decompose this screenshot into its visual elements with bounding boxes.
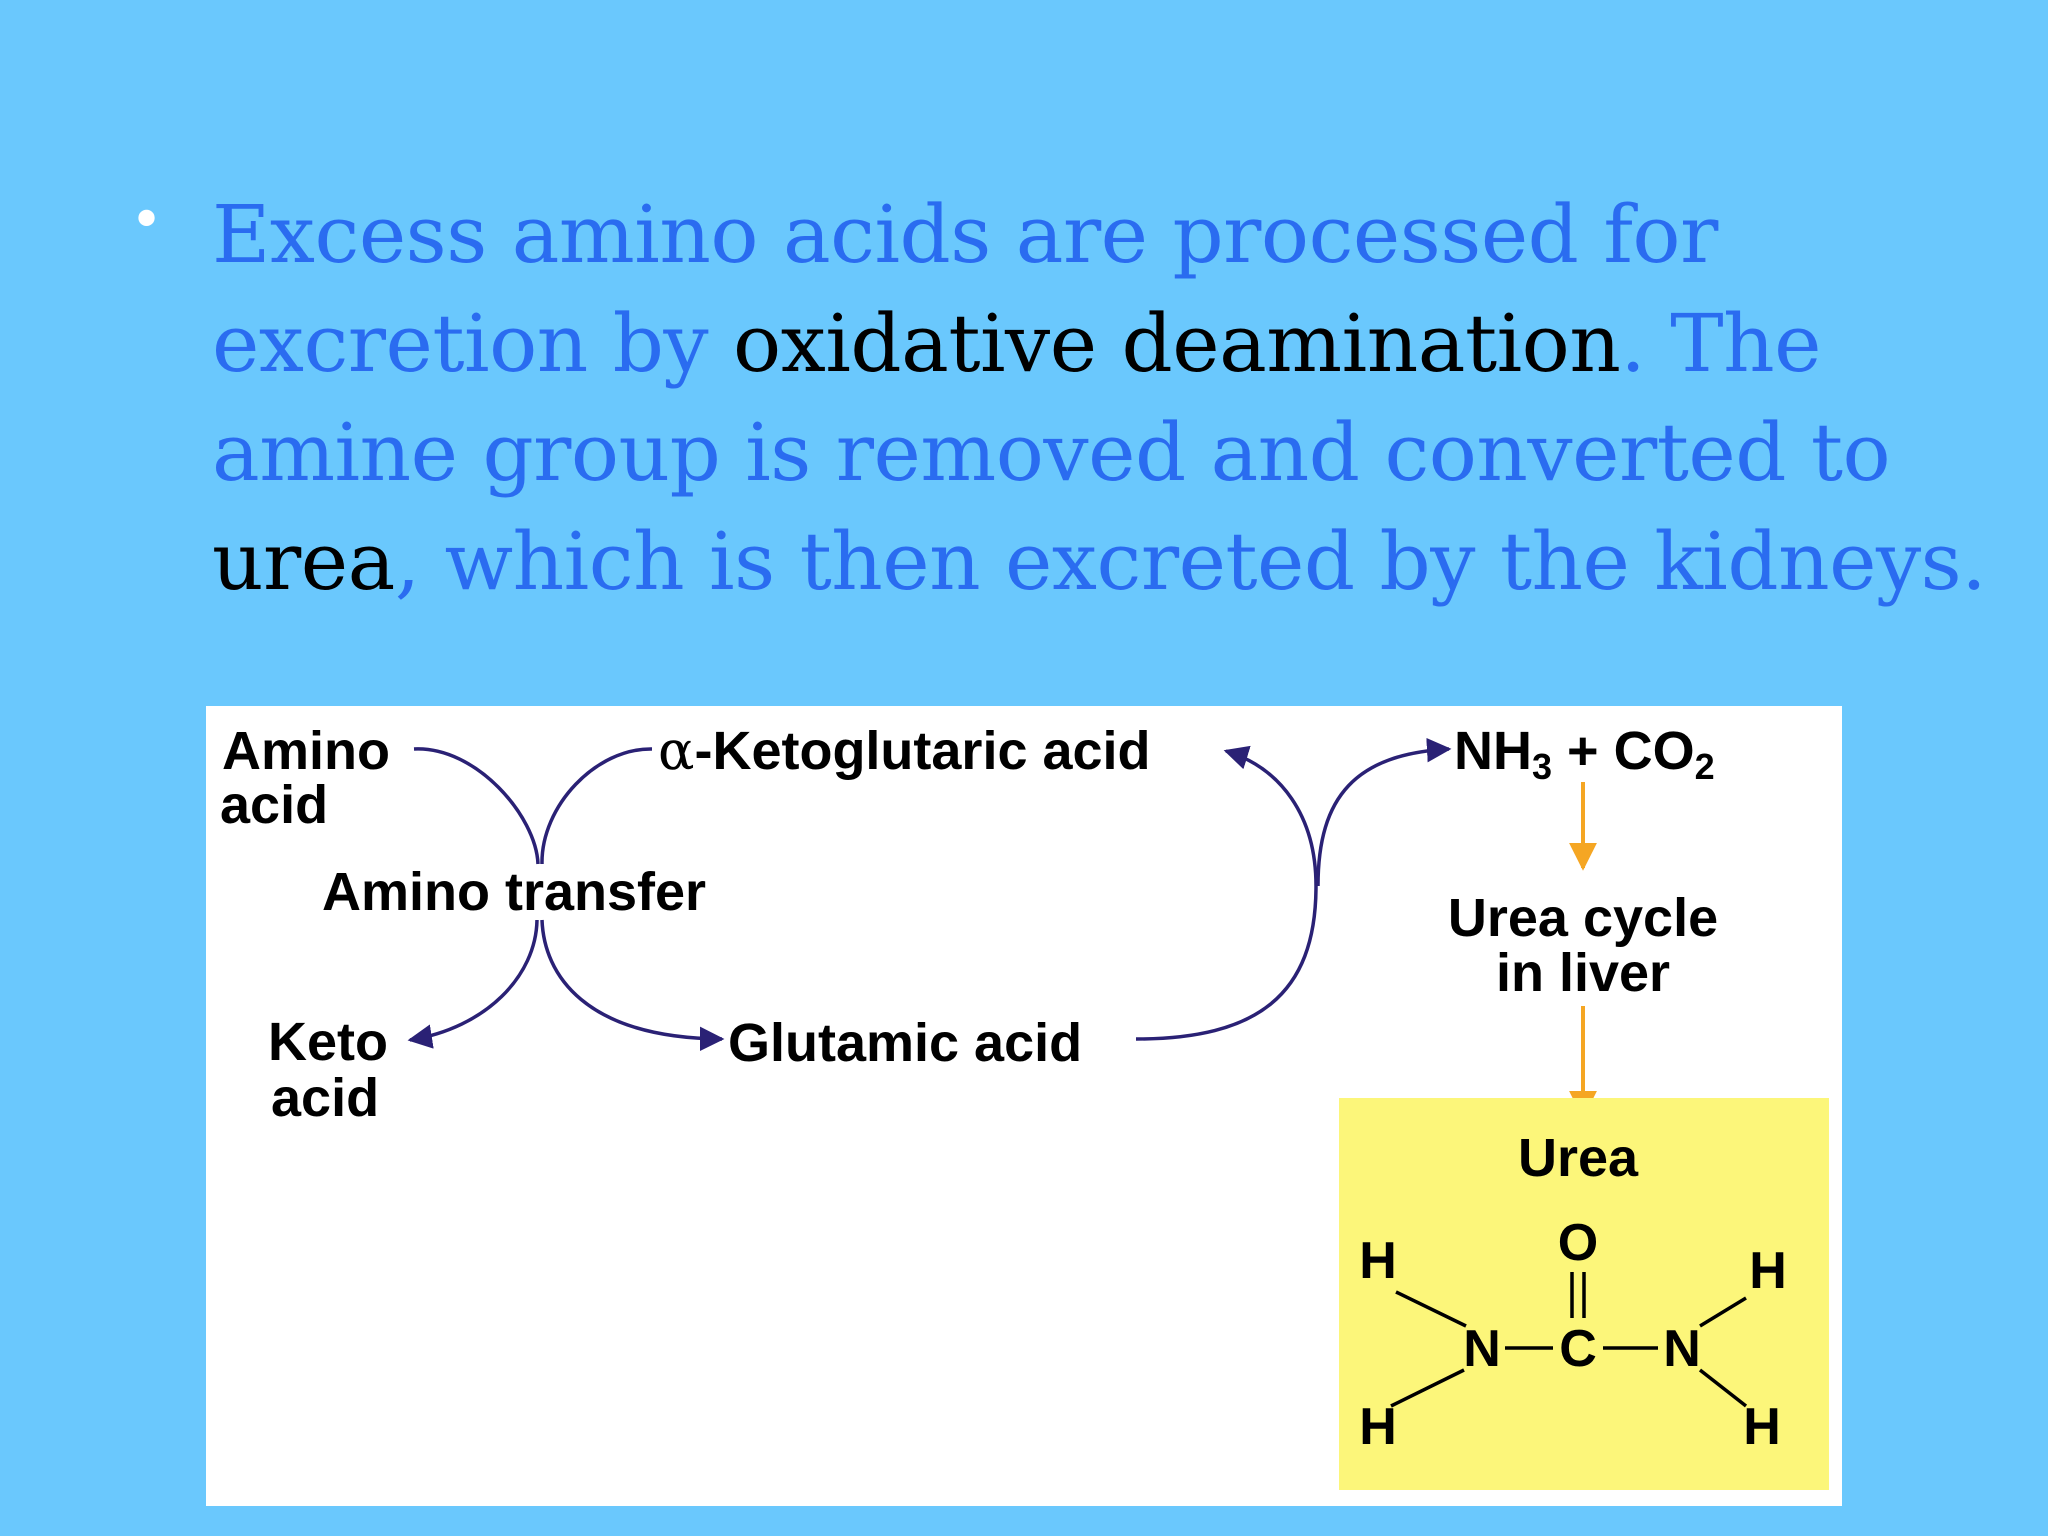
bullet-text-part1: Excess amino acids are processed for exc… xyxy=(212,188,1718,390)
atom-h-bottom-right: H xyxy=(1743,1398,1781,1456)
amino-acid-label-line1: Amino xyxy=(222,721,390,781)
atom-h-top-right: H xyxy=(1749,1242,1787,1300)
bond-h-n-top-left xyxy=(1395,1290,1467,1328)
urea-cycle-label-line2: in liver xyxy=(1496,943,1670,1003)
diagram-canvas: Amino acid α-Ketoglutaric acid NH3 + CO2… xyxy=(220,719,1829,1490)
atom-c: C xyxy=(1559,1320,1597,1378)
ketoglutaric-text: -Ketoglutaric acid xyxy=(694,721,1150,781)
keyword-urea: urea xyxy=(212,515,395,608)
deamination-diagram: Amino acid α-Ketoglutaric acid NH3 + CO2… xyxy=(206,706,1842,1506)
bond-n-h-top-right xyxy=(1699,1296,1747,1328)
keto-acid-arrow xyxy=(407,919,539,1049)
atom-n-left: N xyxy=(1463,1320,1501,1378)
bullet-text-part2: . The amine group is removed and convert… xyxy=(212,297,1891,499)
bullet-dot: • xyxy=(130,188,164,253)
amino-acid-label-line2: acid xyxy=(220,775,328,835)
urea-title: Urea xyxy=(1518,1128,1639,1188)
keto-acid-label-line2: acid xyxy=(271,1068,379,1128)
urea-bonds xyxy=(1390,1272,1748,1408)
nh3-co2-label: NH3 + CO2 xyxy=(1454,721,1715,787)
to-nh3-co2-arrow xyxy=(1316,737,1452,887)
ketoglutaric-acid-label: α-Ketoglutaric acid xyxy=(658,719,1151,782)
glutamic-acid-label: Glutamic acid xyxy=(728,1013,1082,1073)
atom-o: O xyxy=(1558,1214,1598,1272)
bullet-text-part3: , which is then excreted by the kidneys. xyxy=(394,515,1987,608)
atom-h-top-left: H xyxy=(1359,1232,1397,1290)
bond-n-h-bottom-right xyxy=(1698,1368,1748,1408)
amino-transfer-label: Amino transfer xyxy=(322,862,706,922)
bullet-text: Excess amino acids are processed for exc… xyxy=(212,180,1992,616)
nh3-subscript: 3 xyxy=(1532,746,1552,787)
alpha-symbol: α xyxy=(658,719,694,782)
keto-acid-label-line1: Keto xyxy=(268,1012,388,1072)
glutamic-to-ketoglutaric-arrow xyxy=(1135,745,1318,1041)
glutamic-acid-arrow xyxy=(540,919,725,1052)
co2-subscript: 2 xyxy=(1695,746,1715,787)
keyword-oxidative-deamination: oxidative deamination xyxy=(733,297,1621,390)
bond-h-n-bottom-left xyxy=(1390,1368,1465,1408)
urea-cycle-label-line1: Urea cycle xyxy=(1448,888,1718,948)
ketoglutaric-curve xyxy=(540,747,653,865)
amino-acid-curve xyxy=(413,747,540,865)
nh3-text: NH xyxy=(1454,721,1532,781)
atom-n-right: N xyxy=(1663,1320,1701,1378)
plus-co2-text: + CO xyxy=(1552,721,1695,781)
atom-h-bottom-left: H xyxy=(1359,1398,1397,1456)
